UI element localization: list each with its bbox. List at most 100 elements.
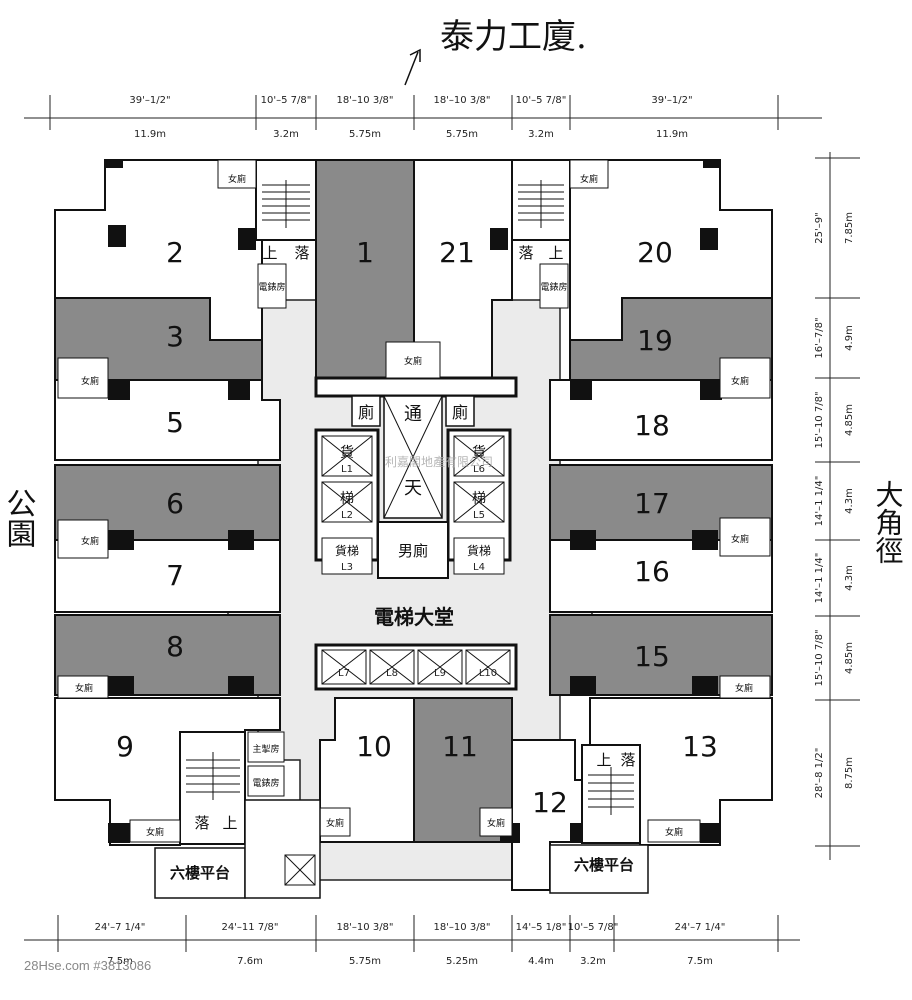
top-metric-4: 5.75m [446,129,478,140]
right-dim-1: 25'–9" [814,212,825,243]
bottom-dim-7: 24'–7 1/4" [675,922,726,933]
bottom-metric-7: 7.5m [687,956,713,967]
right-metric-7: 8.75m [844,757,855,789]
unit-label-7: 7 [166,559,184,592]
ladies-wc-group: 女廁 女廁 女廁 女廁 女廁 女廁 女廁 女廁 女廁 女廁 女廁 女廁 女廁 [57,159,771,843]
ladies-wc-4: 女廁 [731,375,749,387]
right-dim-4: 14'–1 1/4" [814,476,825,527]
unit-label-19: 19 [637,324,673,357]
terrace-left: 六樓平台 [154,799,321,899]
ladies-wc-7: 女廁 [75,682,93,694]
bottom-metric-2: 7.6m [237,956,263,967]
staircase-top-left: 上 落 電錶房 [255,159,317,309]
agent-watermark: 利嘉閣地產有限公司 [385,455,494,469]
right-dim-7: 28'–8 1/2" [814,748,825,799]
top-dim-1: 39'–1/2" [129,95,170,106]
stair-down-label-tl: 落 [294,244,309,262]
ladies-wc-13: 女廁 [404,355,422,367]
top-dim-2: 10'–5 7/8" [261,95,312,106]
ladies-wc-2: 女廁 [580,173,598,185]
top-metric-5: 3.2m [528,129,554,140]
right-dim-5: 14'–1 1/4" [814,553,825,604]
toilet-label-right: 廁 [452,403,468,422]
right-dim-3: 15'–10 7/8" [814,391,825,448]
handwritten-right-note: 大角徑 [872,480,905,564]
ladies-wc-9: 女廁 [146,826,164,838]
site-watermark: 28Hse.com #3813086 [24,958,152,973]
stair-up-label-bl: 上 [222,814,237,832]
top-metric-6: 11.9m [656,129,688,140]
terrace-right: 六樓平台 [549,844,649,894]
ladies-wc-1: 女廁 [228,173,246,185]
unit-label-15: 15 [634,640,670,673]
staircase-bottom-right: 上 落 [581,744,641,844]
goods-lift-label-1: 貨 [340,444,354,461]
goods-lift-label-3: 貨 [472,444,486,461]
staircase-top-right: 落 上 電錶房 [511,159,571,309]
lift-L4-label: L4 [473,562,485,573]
right-metric-5: 4.3m [844,565,855,591]
ladies-wc-6: 女廁 [731,533,749,545]
right-metric-3: 4.85m [844,404,855,436]
lift-L10-label: L10 [479,668,497,679]
bottom-metric-1: 7.5m [107,956,133,967]
lift-lobby-label: 電梯大堂 [374,605,454,629]
elec-room-tr: 電錶房 [540,281,567,293]
goods-lift-L3: 貨梯 [335,543,359,558]
mens-toilet-label: 男廁 [398,542,428,560]
unit-label-11: 11 [442,730,478,763]
unit-label-10: 10 [356,730,392,763]
top-dim-5: 10'–5 7/8" [516,95,567,106]
right-metric-1: 7.85m [844,212,855,244]
bottom-dim-5: 14'–5 1/8" [516,922,567,933]
unit-label-9: 9 [116,730,134,763]
ladies-wc-11: 女廁 [487,817,505,829]
goods-lift-L4: 貨梯 [467,543,491,558]
bottom-dim-6: 10'–5 7/8" [568,922,619,933]
arrow-icon [404,48,421,86]
handwritten-building-name: 泰力工廈. [440,17,587,57]
unit-label-6: 6 [166,487,184,520]
unit-label-16: 16 [634,555,670,588]
unit-label-17: 17 [634,487,670,520]
lift-L9-label: L9 [434,668,446,679]
ladies-wc-12: 女廁 [665,826,683,838]
top-dimension-line: 39'–1/2" 10'–5 7/8" 18'–10 3/8" 18'–10 3… [24,95,822,140]
stair-down-label-br: 落 [620,751,635,769]
units-layer [54,159,773,891]
lift-L3-label: L3 [341,562,353,573]
handwritten-left-note: 公園 [1,488,36,548]
ladies-wc-8: 女廁 [735,682,753,694]
right-dim-6: 15'–10 7/8" [814,629,825,686]
top-metric-2: 3.2m [273,129,299,140]
lift-L1-label: L1 [341,464,353,475]
stair-up-label-tl: 上 [262,244,277,262]
unit-label-2: 2 [166,236,184,269]
right-metric-4: 4.3m [844,488,855,514]
unit-7 [54,539,281,613]
main-room-label: 主掣房 [252,743,279,755]
lift-L8-label: L8 [386,668,398,679]
top-dim-6: 39'–1/2" [651,95,692,106]
unit-label-13: 13 [682,730,718,763]
handwritten-notes: 泰力工廈. 公園 大角徑 [1,17,905,564]
bottom-dim-2: 24'–11 7/8" [221,922,278,933]
unit-label-21: 21 [439,236,475,269]
bottom-metric-4: 5.25m [446,956,478,967]
bottom-metric-6: 3.2m [580,956,606,967]
elec-room-bl: 電錶房 [252,777,279,789]
right-metric-6: 4.85m [844,642,855,674]
unit-8 [54,614,281,696]
bottom-metric-3: 5.75m [349,956,381,967]
unit-labels: 1 2 3 5 6 7 8 9 10 11 12 13 15 16 17 18 … [116,236,718,819]
stair-down-label-tr: 落 [518,244,533,262]
lift-L7-label: L7 [338,668,350,679]
unit-label-20: 20 [637,236,673,269]
bottom-dim-3: 18'–10 3/8" [336,922,393,933]
unit-15 [549,614,773,696]
unit-label-1: 1 [356,236,374,269]
terrace-label-right: 六樓平台 [574,856,634,874]
service-core: 廁 廁 通 天 貨 梯 L1 L2 貨梯 L3 貨 梯 L6 L5 貨梯 L4 … [314,376,518,691]
vent-label-1: 通 [404,404,422,425]
